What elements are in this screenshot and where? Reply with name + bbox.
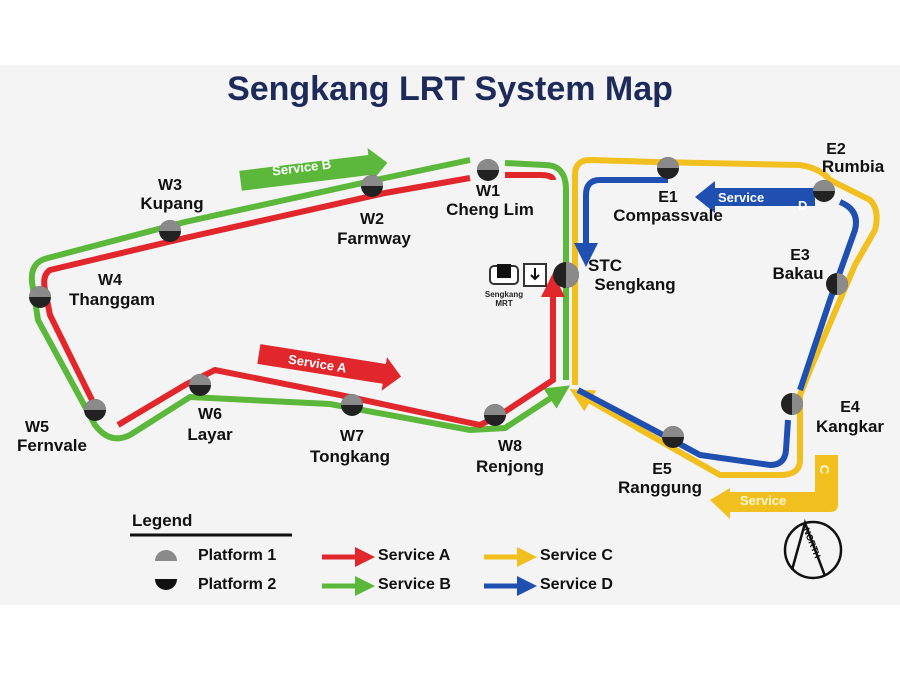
station-e2-code: E2 [826, 141, 846, 158]
sengkang-mrt-label: Sengkang MRT [476, 290, 532, 308]
station-markers [29, 157, 848, 448]
station-w5-name: Fernvale [17, 436, 87, 455]
service-c-line [569, 156, 880, 478]
service-c-tag-arrow [710, 455, 838, 519]
legend-platform-2: Platform 2 [198, 576, 277, 593]
station-w8-code: W8 [498, 438, 522, 455]
station-e5-code: E5 [652, 461, 672, 478]
legend-platform-1: Platform 1 [198, 547, 277, 564]
service-d-tag-arrow [695, 181, 815, 213]
station-w2-code: W2 [360, 211, 384, 228]
station-w8-name: Renjong [476, 457, 544, 476]
station-w2-name: Farmway [337, 229, 411, 248]
station-w3-name: Kupang [140, 194, 204, 213]
service-d-tag-letter: D [798, 198, 808, 213]
station-e3-name: Bakau [772, 264, 824, 283]
station-w3-code: W3 [158, 177, 182, 194]
mrt-label-line-1: Sengkang [484, 290, 524, 299]
mrt-exit-icon [523, 263, 547, 287]
station-w6-code: W6 [198, 406, 222, 423]
north-compass-icon [783, 518, 843, 580]
mrt-label-line-2: MRT [495, 299, 513, 308]
service-b-line [28, 157, 566, 442]
page-title: Sengkang LRT System Map [227, 70, 673, 108]
mrt-train-icon [489, 264, 519, 285]
service-c-tag-word: Service [740, 493, 787, 508]
legend-service-b: Service B [378, 576, 451, 593]
service-c-tag-letter: C [817, 464, 833, 475]
service-a-tag-arrow [257, 344, 402, 391]
legend-service-d: Service D [540, 576, 613, 593]
service-b-tag-arrow [239, 148, 388, 191]
station-e4-name: Kangkar [815, 417, 885, 436]
service-d-tag-word: Service [718, 190, 765, 205]
station-stc-name: Sengkang [594, 275, 676, 294]
station-w1-name: Cheng Lim [446, 200, 534, 219]
station-e3-code: E3 [790, 247, 810, 264]
station-w6-name: Layar [187, 425, 233, 444]
station-w7-name: Tongkang [310, 447, 390, 466]
legend-service-c: Service C [540, 547, 613, 564]
station-w4-name: Thanggam [69, 290, 155, 309]
station-w4-code: W4 [98, 272, 122, 289]
station-e5-name: Ranggung [617, 478, 703, 497]
station-stc-code: STC [588, 256, 622, 275]
platform-2-icon [155, 579, 177, 590]
map-background [0, 65, 900, 605]
station-e2-name: Rumbia [821, 157, 885, 176]
station-w1-code: W1 [476, 183, 500, 200]
station-e1-name: Compassvale [613, 206, 723, 225]
station-e1-code: E1 [658, 189, 678, 206]
station-w5-code: W5 [25, 419, 49, 436]
legend-service-a: Service A [378, 547, 451, 564]
legend-heading: Legend [132, 511, 193, 530]
station-w7-code: W7 [340, 428, 364, 445]
service-d-line [578, 177, 859, 469]
station-e4-code: E4 [840, 399, 860, 416]
platform-1-icon [155, 550, 177, 561]
